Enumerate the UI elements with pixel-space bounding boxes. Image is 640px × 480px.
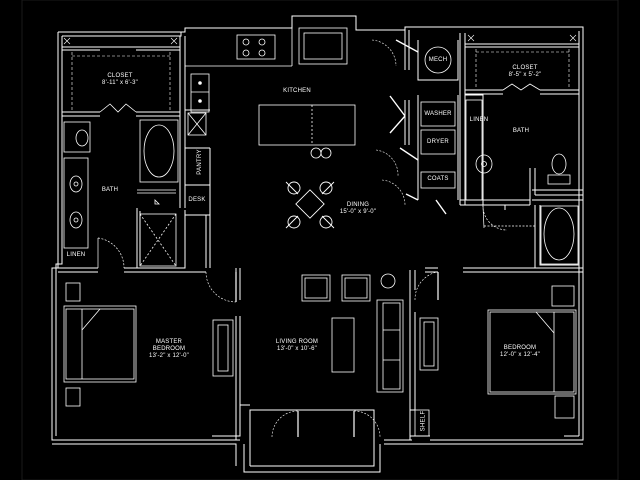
linen-left-name: LINEN xyxy=(66,252,86,258)
living-room-furniture xyxy=(301,273,404,393)
living-room-name: LIVING ROOM xyxy=(275,339,319,345)
coats-label: COATS xyxy=(427,176,448,183)
master-bedroom-size: 13'-2" x 12'-0" xyxy=(149,353,189,359)
washer-dryer xyxy=(420,101,456,189)
right-bath-door xyxy=(482,204,535,231)
wall-stubs xyxy=(240,404,430,437)
dryer-name: DRYER xyxy=(427,139,449,145)
linen-right-label: LINEN xyxy=(470,117,489,124)
dryer-label: DRYER xyxy=(427,139,449,146)
dining-name: DINING xyxy=(346,202,370,208)
bedroom-furniture xyxy=(414,285,577,437)
kitchen-appliances xyxy=(187,27,356,159)
closet-right-size: 8'-5" x 5'-2" xyxy=(508,72,542,78)
washer-name: WASHER xyxy=(424,111,452,117)
utility-door-arcs xyxy=(371,39,406,206)
utility-doors xyxy=(389,39,447,215)
living-room-door-arcs xyxy=(271,410,381,438)
closet-left-label: CLOSET 8'-11" x 6'-3" xyxy=(102,73,138,87)
closet-left-size: 8'-11" x 6'-3" xyxy=(102,80,138,86)
bath-right-name: BATH xyxy=(512,128,530,134)
kitchen-name: KITCHEN xyxy=(283,88,311,94)
left-bath-fixtures xyxy=(63,119,179,267)
bath-right-label: BATH xyxy=(513,128,529,135)
living-room-label: LIVING ROOM 13'-0" x 10'-6" xyxy=(276,339,318,353)
desk-label: DESK xyxy=(188,197,205,204)
linen-right-name: LINEN xyxy=(469,117,489,123)
master-bedroom-furniture xyxy=(63,282,234,407)
linen-left-label: LINEN xyxy=(67,252,86,259)
closet-left-name: CLOSET xyxy=(107,73,133,79)
closet-doors xyxy=(99,83,541,113)
master-bedroom-name-2: BEDROOM xyxy=(152,346,186,352)
living-room-size: 13'-0" x 10'-6" xyxy=(277,346,317,352)
bath-left-label: BATH xyxy=(102,187,118,194)
dining-label: DINING 15'-0" x 9'-0" xyxy=(340,202,376,216)
master-bedroom-name-1: MASTER xyxy=(155,339,183,345)
washer-label: WASHER xyxy=(424,111,451,118)
pantry-label: PANTRY xyxy=(196,149,203,175)
bedroom-label: BEDROOM 12'-0" x 12'-4" xyxy=(500,345,540,359)
kitchen-label: KITCHEN xyxy=(283,88,311,95)
coats-name: COATS xyxy=(427,176,449,182)
dining-table xyxy=(285,181,335,229)
shelf-label: SHELF xyxy=(420,410,427,432)
plan-frame xyxy=(21,0,619,480)
mech-label: MECH xyxy=(429,57,447,64)
bedroom-name: BEDROOM xyxy=(503,345,537,351)
kitchen-counters xyxy=(184,28,293,72)
closet-right-label: CLOSET 8'-5" x 5'-2" xyxy=(509,65,542,79)
closet-right-name: CLOSET xyxy=(512,65,538,71)
bedroom-size: 12'-0" x 12'-4" xyxy=(500,352,540,358)
closet-corner-marks xyxy=(63,34,577,45)
closet-shelves xyxy=(71,49,570,110)
desk-name: DESK xyxy=(188,197,206,203)
master-bedroom-label: MASTER BEDROOM 13'-2" x 12'-0" xyxy=(149,339,189,360)
dining-size: 15'-0" x 9'-0" xyxy=(339,209,377,215)
left-bath-door xyxy=(97,237,125,269)
patio-doors xyxy=(297,411,355,437)
mech-unit xyxy=(424,46,452,74)
master-bedroom-doors xyxy=(205,271,237,303)
right-bath-fixtures xyxy=(465,99,579,265)
mech-name: MECH xyxy=(428,57,448,63)
bath-left-name: BATH xyxy=(101,187,119,193)
bedroom-door-arcs xyxy=(414,271,438,301)
